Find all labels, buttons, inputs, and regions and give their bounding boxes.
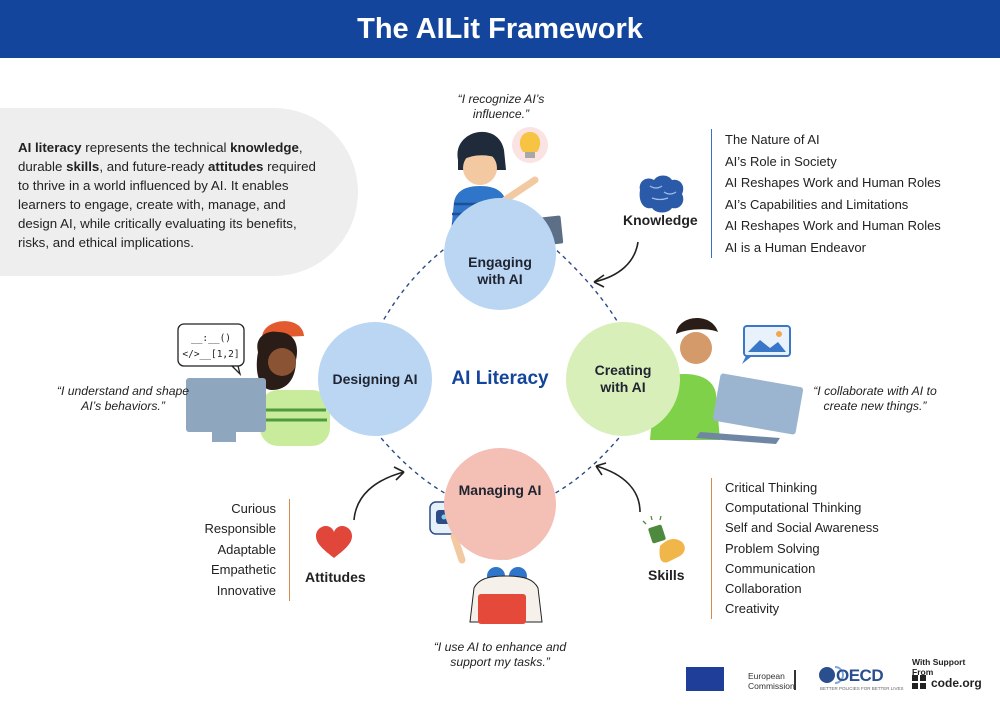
intro-term-ai-literacy: AI literacy — [18, 140, 82, 155]
list-item: Problem Solving — [725, 540, 820, 556]
list-item: The Nature of AI — [725, 132, 820, 147]
list-item: Adaptable — [217, 541, 276, 557]
domain-engaging-label: Engaging with AI — [468, 254, 532, 287]
list-item: Responsible — [204, 521, 276, 537]
brain-icon — [639, 175, 684, 213]
lightbulb-icon — [519, 132, 541, 152]
european-commission-logo: European Commission — [748, 671, 795, 691]
header-banner: The AILit Framework — [0, 0, 1000, 58]
designing-figure: __:__() </>__[1,2] — [177, 321, 330, 446]
list-item: Computational Thinking — [725, 500, 862, 516]
codeorg-logo-mark — [912, 675, 926, 689]
list-item: Collaboration — [725, 581, 802, 597]
quote-managing: “I use AI to enhance and support my task… — [433, 640, 567, 669]
code-line-1: __:__() — [191, 333, 231, 344]
eu-flag — [686, 667, 724, 691]
quote-designing: “I understand and shape AI’s behaviors.” — [56, 384, 190, 413]
skills-list: Critical Thinking Computational Thinking… — [711, 478, 879, 620]
hand-icon — [642, 515, 685, 563]
knowledge-label: Knowledge — [623, 212, 698, 228]
skills-label: Skills — [648, 567, 685, 583]
intro-panel: AI literacy represents the technical kno… — [0, 108, 358, 276]
intro-term-attitudes: attitudes — [208, 159, 264, 174]
codeorg-logo: code.org — [931, 676, 982, 690]
list-item: AI Reshapes Work and Human Roles — [725, 218, 941, 233]
domain-designing: Designing AI — [318, 322, 432, 436]
list-item: Critical Thinking — [725, 480, 818, 495]
oecd-logo-mark — [819, 666, 844, 684]
domain-creating-label: Creating with AI — [594, 362, 652, 395]
list-item: Communication — [725, 560, 816, 576]
list-item: Creativity — [725, 601, 780, 617]
domain-managing-label: Managing AI — [458, 482, 542, 498]
domain-managing: Managing AI — [444, 448, 556, 560]
arrows — [353, 241, 641, 521]
dashed-connectors — [375, 239, 625, 497]
oecd-logo: OECD — [836, 666, 884, 685]
domain-engaging: Engaging with AI — [444, 198, 556, 310]
list-item: AI Reshapes Work and Human Roles — [725, 175, 941, 190]
logo-divider — [794, 670, 796, 690]
oecd-tagline: BETTER POLICIES FOR BETTER LIVES — [820, 686, 904, 691]
page-title: The AILit Framework — [357, 13, 643, 45]
code-speech-bubble — [177, 323, 245, 367]
attitudes-label: Attitudes — [305, 569, 366, 585]
intro-text: , durable — [18, 140, 303, 174]
quote-creating: “I collaborate with AI to create new thi… — [813, 384, 937, 413]
heart-icon — [316, 526, 352, 558]
code-line-2: </>__[1,2] — [182, 349, 239, 360]
list-item: AI’s Role in Society — [725, 153, 837, 169]
intro-text: required to thrive in a world influenced… — [18, 159, 316, 250]
center-label: AI Literacy — [451, 368, 549, 389]
attitudes-list: Curious Responsible Adaptable Empathetic… — [200, 499, 290, 602]
ec-line-2: Commission — [748, 681, 795, 691]
intro-text: represents the technical — [81, 140, 231, 155]
list-item: Curious — [231, 501, 276, 516]
intro-text: , and future-ready — [99, 159, 208, 174]
intro-term-skills: skills — [66, 159, 100, 174]
knowledge-list: The Nature of AI AI’s Role in Society AI… — [711, 129, 941, 258]
list-item: AI is a Human Endeavor — [725, 239, 866, 255]
list-item: Self and Social Awareness — [725, 520, 879, 536]
ec-line-1: European — [748, 671, 785, 681]
list-item: Innovative — [216, 582, 276, 598]
list-item: AI’s Capabilities and Limitations — [725, 196, 909, 212]
footer-logos: European Commission OECD BETTER POLICIES… — [686, 652, 986, 702]
intro-term-knowledge: knowledge — [230, 140, 299, 155]
quote-engaging: “I recognize AI’s influence.” — [457, 92, 545, 121]
domain-designing-label: Designing AI — [332, 370, 418, 387]
support-label: With Support From — [912, 657, 966, 677]
list-item: Empathetic — [210, 562, 276, 578]
domain-creating: Creating with AI — [566, 322, 680, 436]
